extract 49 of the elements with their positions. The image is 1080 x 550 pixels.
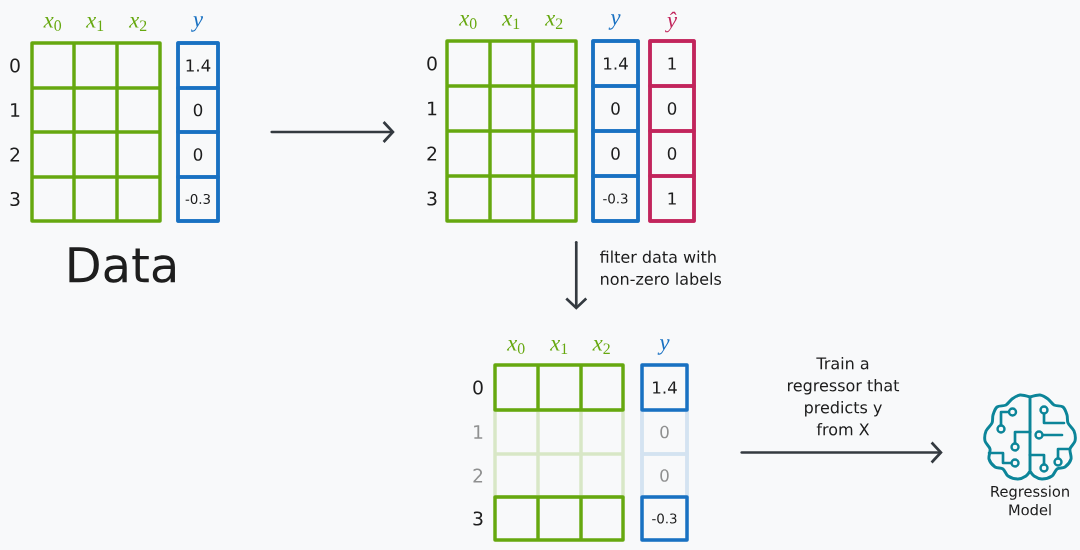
- edge-label: filter data with non-zero labels: [600, 250, 722, 285]
- column-header: ŷ: [665, 11, 678, 33]
- column-header: x$_{0}$: [43, 17, 62, 31]
- value-cell: 0: [176, 130, 220, 179]
- column-header: x$_{1}$: [85, 17, 104, 31]
- row-index: 1: [474, 425, 483, 439]
- arrow: [740, 441, 943, 464]
- column-header: x$_{2}$: [128, 17, 147, 31]
- column-header: x$_{2}$: [592, 340, 610, 354]
- row-index: 2: [427, 146, 437, 161]
- row-index: 3: [427, 191, 437, 206]
- column-header: y: [608, 14, 621, 30]
- value-cell: 0: [648, 84, 696, 133]
- value-cell: 0: [648, 129, 696, 178]
- column-header: x$_{1}$: [549, 340, 568, 354]
- node-label: Data: [69, 247, 175, 283]
- column-header: x$_{0}$: [506, 340, 525, 354]
- edge-label: Train a regressor that predicts y from X: [788, 357, 900, 436]
- value-cell: -0.3: [640, 495, 689, 542]
- row-index: 0: [427, 56, 437, 71]
- row-index: 3: [473, 511, 483, 526]
- value-cell: 0: [176, 86, 220, 134]
- value-cell: 1: [648, 174, 696, 223]
- row-index: 1: [11, 103, 20, 117]
- column-header: x$_{0}$: [458, 15, 477, 29]
- column-header: x$_{2}$: [544, 15, 563, 29]
- node-label: Regression Model: [991, 485, 1069, 516]
- row-index: 2: [473, 468, 483, 483]
- row-index: 2: [10, 147, 20, 162]
- row-index: 0: [10, 58, 20, 73]
- value-cell: 0: [591, 84, 640, 133]
- row-index: 1: [428, 101, 437, 116]
- row-index: 0: [473, 380, 483, 395]
- value-cell: 1.4: [640, 363, 689, 412]
- column-header: y: [191, 16, 204, 32]
- brain-icon: [983, 393, 1077, 481]
- column-header: y: [657, 339, 670, 355]
- value-cell: 0: [591, 129, 640, 178]
- value-cell: -0.3: [591, 174, 640, 223]
- value-cell: -0.3: [176, 175, 220, 223]
- value-cell: 0: [640, 452, 689, 499]
- row-index: 3: [10, 191, 20, 207]
- value-cell: 0: [640, 408, 689, 456]
- value-cell: 1.4: [591, 39, 640, 88]
- arrow: [565, 240, 588, 310]
- arrow: [270, 121, 395, 143]
- column-header: x$_{1}$: [501, 15, 520, 29]
- value-cell: 1: [648, 39, 696, 88]
- value-cell: 1.4: [176, 41, 220, 90]
